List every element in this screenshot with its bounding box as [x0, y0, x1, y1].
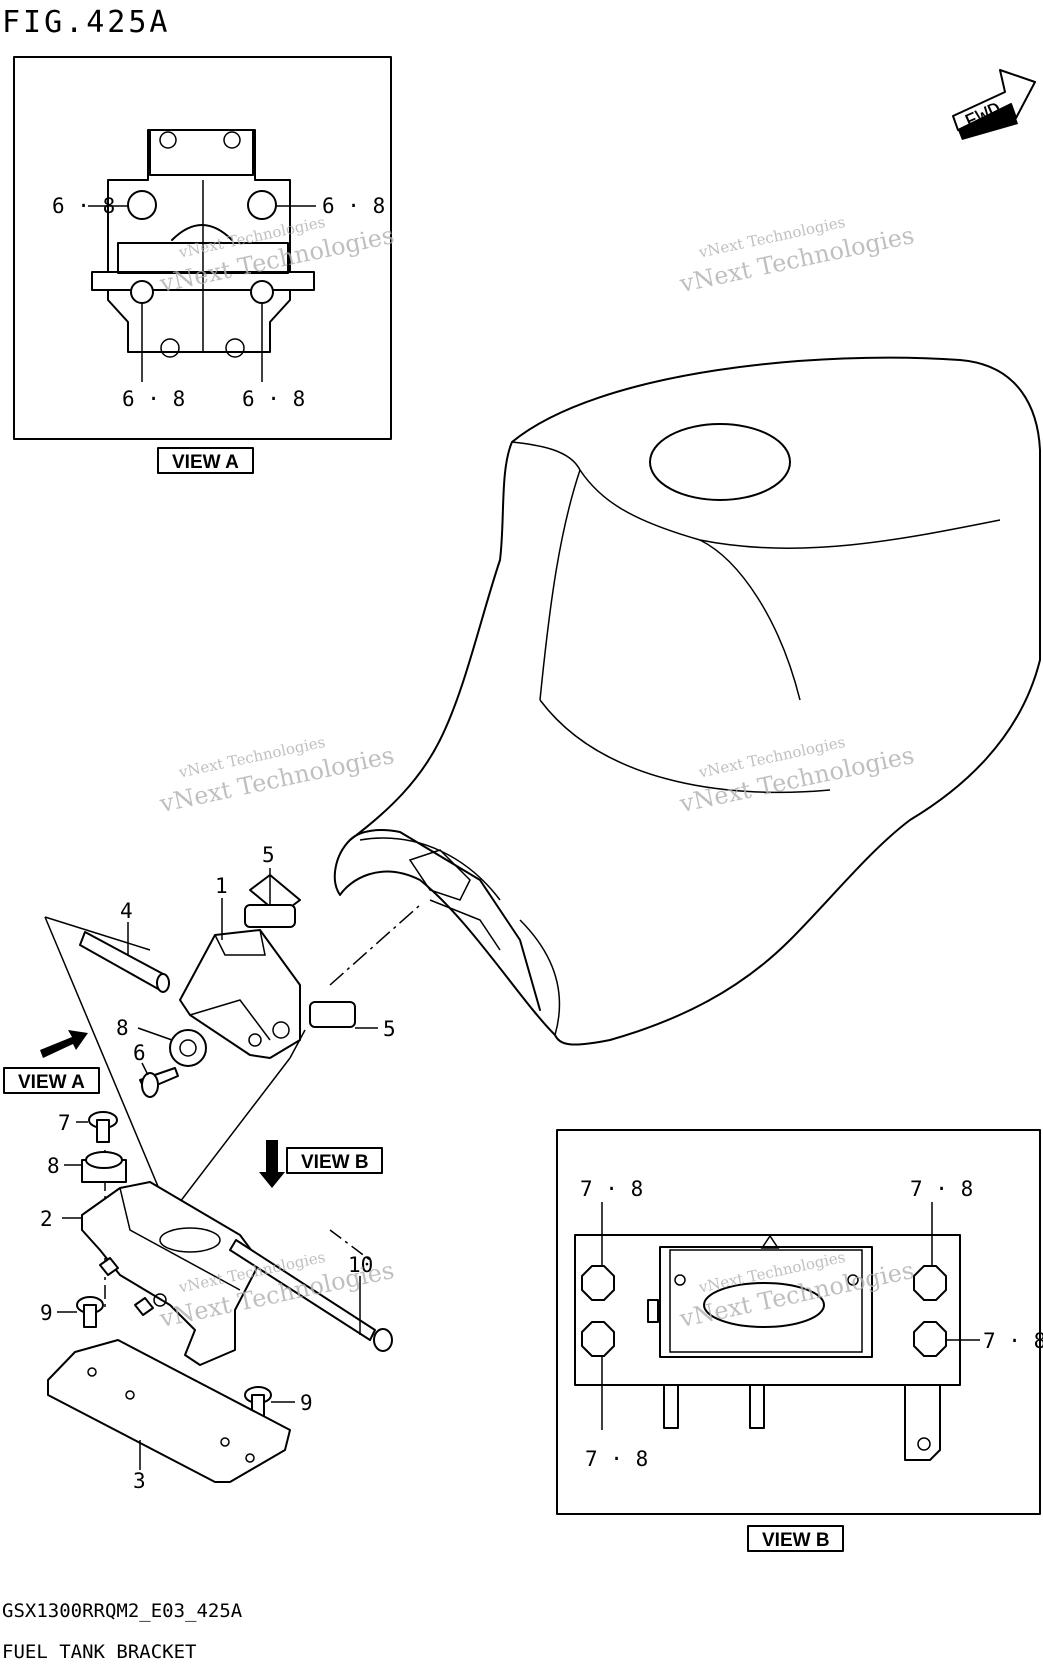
part-8-grommet — [169, 1029, 207, 1067]
figure-title: FIG.425A — [2, 5, 171, 40]
view-a-ref-label: VIEW A — [18, 1072, 85, 1093]
callout-part-ref: 9 — [300, 1391, 313, 1415]
view-b-callout: 7 · 8 — [910, 1177, 973, 1201]
part-6-bolt — [139, 1067, 179, 1098]
callout-part-ref: 5 — [262, 843, 275, 867]
callout-part-ref: 7 — [58, 1111, 71, 1135]
callout-part-ref: 6 — [133, 1041, 146, 1065]
part-7-bolt — [88, 1111, 118, 1143]
figure-name: FUEL TANK BRACKET — [2, 1641, 196, 1663]
view-a-label: VIEW A — [172, 452, 239, 473]
part-2-bracket — [81, 1181, 261, 1366]
callout-part-ref: 3 — [133, 1469, 146, 1493]
view-a-callout: 6 · 8 — [52, 194, 115, 218]
view-b-ref-box: VIEW B — [286, 1147, 383, 1174]
callout-part-ref: 1 — [215, 874, 228, 898]
callout-part-ref: 10 — [348, 1253, 373, 1277]
part-10-bolt — [229, 1239, 393, 1352]
view-b-callout: 7 · 8 — [580, 1177, 643, 1201]
part-1-bracket — [179, 874, 301, 1059]
callout-part-ref: 8 — [47, 1154, 60, 1178]
callout-part-ref: 2 — [40, 1207, 53, 1231]
view-b-callout: 7 · 8 — [983, 1329, 1043, 1353]
view-a-panel: 6 · 8 6 · 8 6 · 8 6 · 8 — [13, 56, 392, 440]
view-b-arrow — [259, 1140, 285, 1188]
fuel-tank — [333, 356, 1041, 1046]
view-b-callout: 7 · 8 — [585, 1447, 648, 1471]
callout-part-ref: 5 — [383, 1017, 396, 1041]
view-a-callout: 6 · 8 — [122, 387, 185, 411]
callout-part-ref: 9 — [40, 1301, 53, 1325]
view-b-label-box: VIEW B — [747, 1525, 844, 1552]
callouts: 1 2 3 4 5 5 6 7 8 8 9 9 10 — [40, 843, 396, 1493]
callout-part-ref: 4 — [120, 899, 133, 923]
fwd-arrow: FWD — [952, 69, 1036, 140]
figure-code: GSX1300RRQM2_E03_425A — [2, 1600, 243, 1622]
view-a-arrow — [40, 1030, 88, 1058]
part-4-pipe — [79, 931, 170, 993]
part-8-grommet-lower — [81, 1151, 127, 1183]
view-a-label-box: VIEW A — [157, 447, 254, 474]
view-a-ref-box: VIEW A — [3, 1067, 100, 1094]
view-b-ref-label: VIEW B — [301, 1152, 369, 1173]
part-3-plate — [47, 1339, 291, 1483]
view-a-callout: 6 · 8 — [242, 387, 305, 411]
part-9-bolt — [76, 1296, 104, 1328]
view-a-callout: 6 · 8 — [322, 194, 385, 218]
view-b-panel: 7 · 8 7 · 8 7 · 8 7 · 8 — [556, 1129, 1043, 1515]
view-b-label: VIEW B — [762, 1530, 830, 1551]
callout-part-ref: 8 — [116, 1016, 129, 1040]
